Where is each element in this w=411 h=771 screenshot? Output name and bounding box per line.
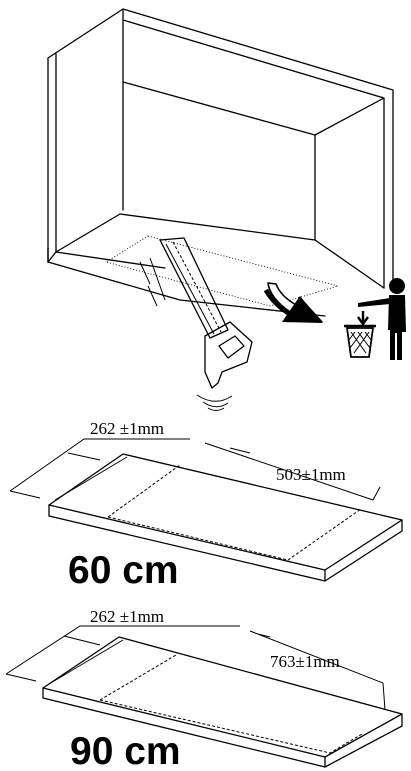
- wall-cabinet: [47, 8, 394, 317]
- trash-bin-icon: [344, 311, 376, 358]
- saw-icon: [139, 237, 253, 411]
- width-dimension-label: 262 ±1mm: [90, 607, 164, 626]
- depth-dimension-label: 763±1mm: [270, 652, 340, 671]
- panel-90cm: 262 ±1mm 763±1mm 90 cm: [5, 607, 403, 771]
- size-label-90cm: 90 cm: [70, 730, 181, 771]
- remove-arrow-icon: [263, 282, 323, 323]
- depth-dimension-label: 503±1mm: [276, 465, 346, 484]
- size-label-60cm: 60 cm: [68, 549, 179, 592]
- panel-60cm: 262 ±1mm 503±1mm 60 cm: [9, 419, 403, 592]
- dispose-person-icon: [358, 278, 406, 360]
- width-dimension-label: 262 ±1mm: [90, 419, 164, 438]
